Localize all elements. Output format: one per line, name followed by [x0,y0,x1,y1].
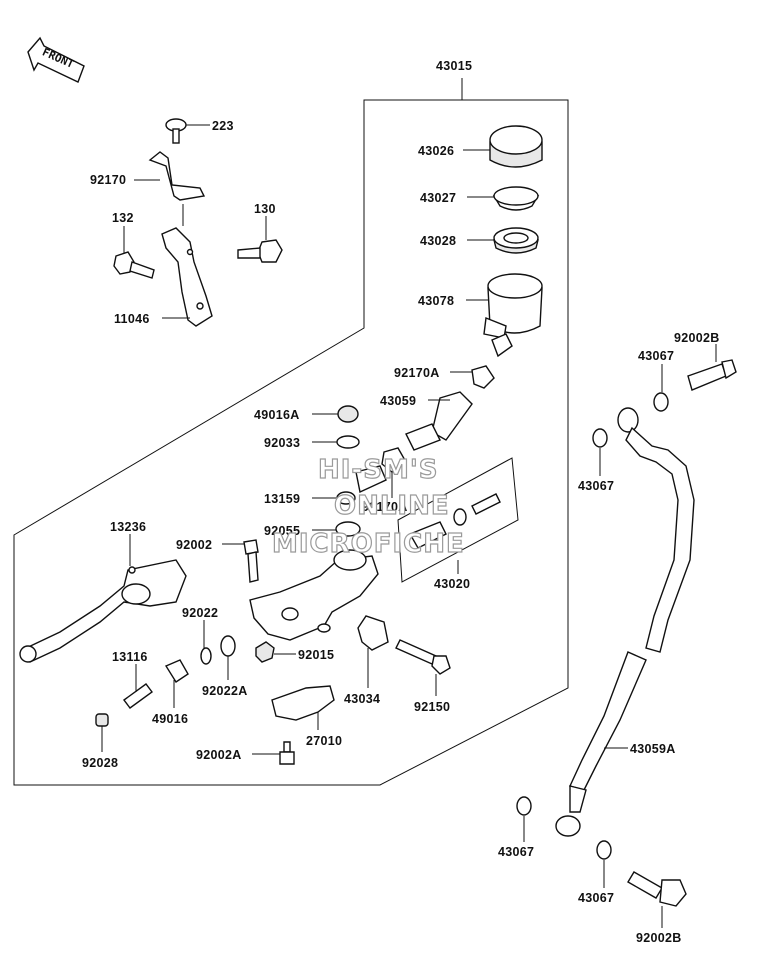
leader-lines [101,124,717,928]
washer-43067-d [596,840,612,860]
part-label-130: 130 [254,202,276,216]
part-label-92002A: 92002A [196,748,242,762]
part-label-43026: 43026 [418,144,454,158]
screw-92002A [279,741,295,765]
diaphragm-43028 [493,227,539,254]
washer-92033 [336,435,360,449]
part-label-13159: 13159 [264,492,300,506]
part-label-43067-c: 43067 [498,845,534,859]
clip-92170A-mid [381,447,407,473]
part-label-13236: 13236 [110,520,146,534]
washer-92022A [220,635,236,657]
part-label-43067-d: 43067 [578,891,614,905]
lever-13236 [19,559,187,663]
plate-43027 [492,186,540,211]
washer-43067-c [516,796,532,816]
part-label-92022: 92022 [182,606,218,620]
part-label-92015: 92015 [298,648,334,662]
oring-92055 [335,521,361,537]
part-label-43078: 43078 [418,294,454,308]
part-label-92002: 92002 [176,538,212,552]
watermark: HI-SM'S ONLINE MICROFICHE [271,454,465,559]
circlip-92022 [200,647,212,665]
part-label-92022A: 92022A [202,684,248,698]
brake-hose-43059A [555,407,695,837]
clamp-92170 [148,151,206,201]
piston-kit-43020 [408,493,501,549]
switch-27010 [271,685,335,721]
washer-43067-b [592,428,608,448]
bracket-11046 [161,227,213,327]
part-label-92170A-mid: 92170A [362,500,408,514]
bolt-92150 [395,639,451,675]
screw-223 [165,118,187,144]
hose-43059 [405,391,473,451]
part-label-43059: 43059 [380,394,416,408]
part-label-43059A: 43059A [630,742,676,756]
part-label-92170A-top: 92170A [394,366,440,380]
bolt-92002 [243,539,259,583]
reservoir-cap-43026 [489,125,543,168]
reservoir-43078 [483,273,543,358]
part-label-11046: 11046 [114,312,150,326]
part-label-43067-b: 43067 [578,479,614,493]
part-label-92033: 92033 [264,436,300,450]
part-label-92002B-top: 92002B [674,331,720,345]
part-label-49016: 49016 [152,712,188,726]
part-label-92150: 92150 [414,700,450,714]
part-label-13116: 13116 [112,650,148,664]
part-label-43034: 43034 [344,692,380,706]
washer-43067-a [653,392,669,412]
part-labels: 43015 223 92170 132 130 11046 43026 4302… [82,59,720,945]
part-label-92028: 92028 [82,756,118,770]
piston-kit-outline [397,457,519,583]
watermark-line-3: MICROFICHE [272,529,465,559]
cap-92028 [95,713,109,727]
watermark-line-1: HI-SM'S [318,455,439,485]
part-label-43067-a: 43067 [638,349,674,363]
fitting-13159 [336,465,387,505]
part-label-223: 223 [212,119,234,133]
part-label-132: 132 [112,211,134,225]
part-label-92055: 92055 [264,524,300,538]
clip-92170A-top [471,365,495,389]
assembly-outline [13,99,569,786]
part-label-43028: 43028 [420,234,456,248]
part-label-92170: 92170 [90,173,126,187]
master-cylinder-body [249,549,379,641]
front-arrow-icon: FRONT [27,36,85,83]
clamp-43034 [357,615,389,651]
watermark-line-2: ONLINE [334,491,450,521]
part-label-43020: 43020 [434,577,470,591]
cap-49016A [337,405,359,423]
bolt-130 [237,239,283,263]
nut-92015 [255,641,275,663]
pin-13116 [123,683,153,709]
bolt-132 [113,251,155,279]
part-label-49016A: 49016A [254,408,300,422]
part-label-92002B-bottom: 92002B [636,931,682,945]
part-label-43027: 43027 [420,191,456,205]
boot-49016 [164,659,189,683]
banjo-bolt-92002B-bottom [627,871,687,907]
part-label-43015: 43015 [436,59,472,73]
part-label-27010: 27010 [306,734,342,748]
banjo-bolt-92002B-top [687,359,737,391]
